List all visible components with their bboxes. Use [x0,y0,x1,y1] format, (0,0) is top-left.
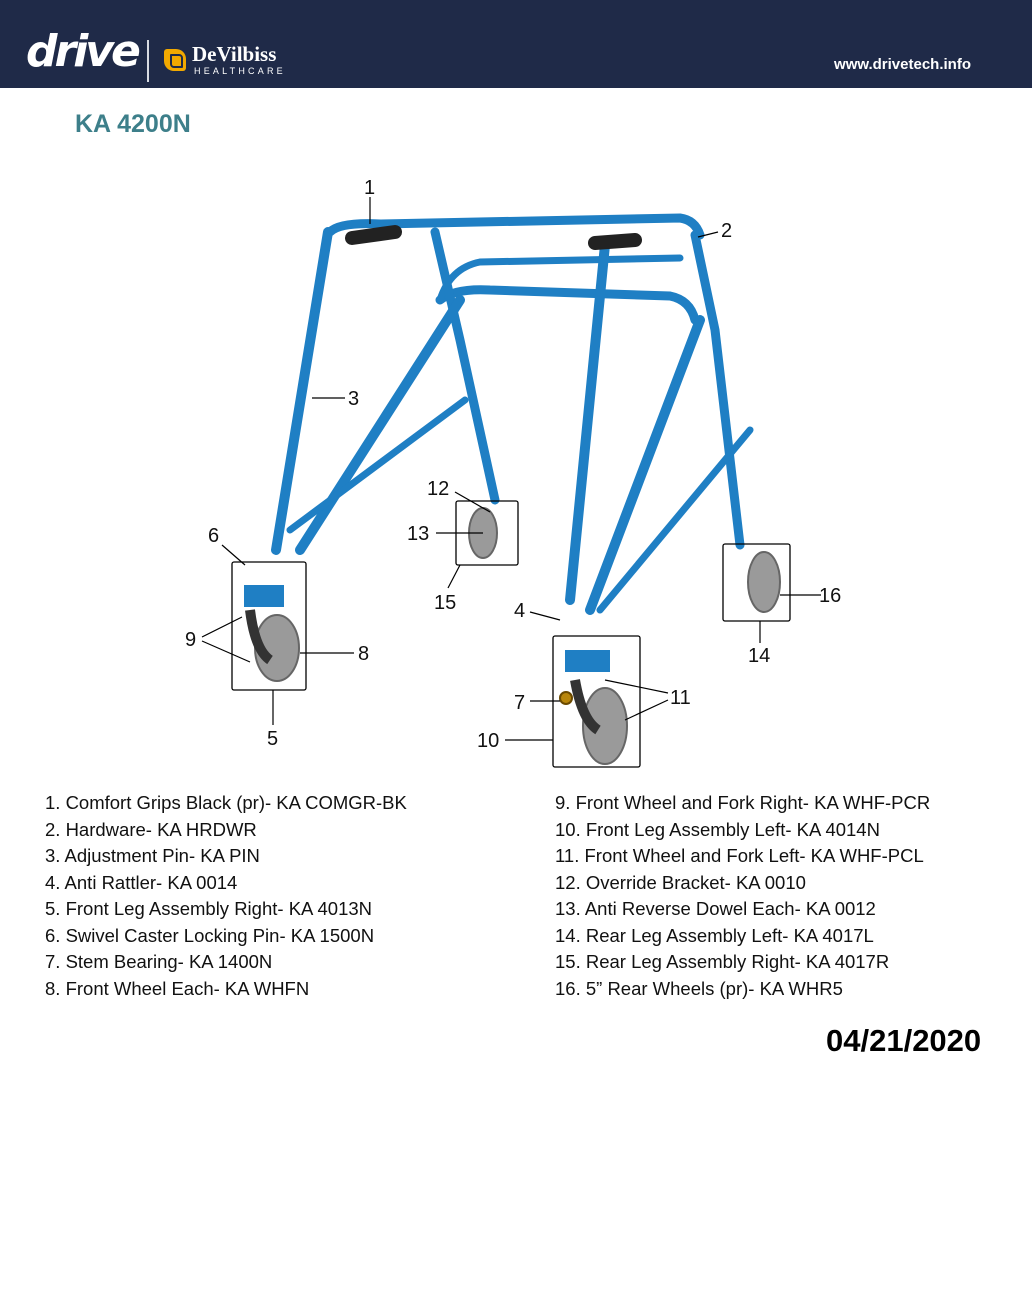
devilbiss-logo-icon [164,49,186,71]
header: drive DeVilbiss HEALTHCARE www.drivetech… [0,0,1032,88]
part-item: 6. Swivel Caster Locking Pin- KA 1500N [45,924,375,946]
callout-6: 6 [208,525,219,547]
callout-1: 1 [364,177,375,199]
part-item: 3. Adjustment Pin- KA PIN [45,845,260,866]
website-link[interactable]: www.drivetech.info [834,56,971,73]
devilbiss-logo: DeVilbiss [192,42,277,66]
callout-numbers: 1 2 3 4 5 6 7 8 9 10 11 12 13 14 15 16 [185,177,841,752]
part-item: 11. Front Wheel and Fork Left- KA WHF-PC… [555,845,924,866]
devilbiss-logo-sub: HEALTHCARE [194,66,286,76]
callout-3: 3 [348,388,359,410]
leader-lines [201,197,821,741]
walker-frame [244,213,754,672]
callout-16: 16 [819,585,841,607]
part-item: 7. Stem Bearing- KA 1400N [45,951,273,972]
callout-12: 12 [427,478,449,500]
callout-9: 9 [185,629,196,651]
drive-logo: drive [26,26,141,77]
callout-14: 14 [748,645,770,667]
part-item: 16. 5” Rear Wheels (pr)- KA WHR5 [555,977,843,999]
callout-boxes [231,500,791,768]
comfort-grips [345,225,642,250]
part-item: 14. Rear Leg Assembly Left- KA 4017L [555,924,874,946]
wheels [245,507,781,765]
revision-date: 04/21/2020 [826,1023,982,1058]
callout-5: 5 [267,728,278,750]
part-item: 15. Rear Leg Assembly Right- KA 4017R [555,951,890,972]
walker-parts-diagram: 1 2 3 4 5 6 7 8 9 10 11 12 13 14 15 16 [185,177,841,768]
part-item: 4. Anti Rattler- KA 0014 [45,871,238,893]
part-item: 8. Front Wheel Each- KA WHFN [45,977,310,999]
parts-list-left: 1. Comfort Grips Black (pr)- KA COMGR-BK… [45,790,407,1002]
part-item: 2. Hardware- KA HRDWR [45,818,257,840]
callout-7: 7 [514,692,525,714]
part-item: 5. Front Leg Assembly Right- KA 4013N [45,898,373,919]
part-item: 13. Anti Reverse Dowel Each- KA 0012 [555,898,876,919]
callout-11: 11 [670,687,691,709]
part-item: 1. Comfort Grips Black (pr)- KA COMGR-BK [45,792,407,813]
part-item: 10. Front Leg Assembly Left- KA 4014N [555,818,880,840]
callout-10: 10 [477,730,499,752]
page-title: KA 4200N [75,110,191,138]
logo-divider [147,40,149,82]
callout-2: 2 [721,220,732,242]
callout-15: 15 [434,592,456,614]
callout-8: 8 [358,643,369,665]
parts-list-right: 9. Front Wheel and Fork Right- KA WHF-PC… [555,790,930,1002]
callout-4: 4 [514,600,525,622]
part-item: 9. Front Wheel and Fork Right- KA WHF-PC… [555,792,931,813]
callout-13: 13 [407,523,429,545]
part-item: 12. Override Bracket- KA 0010 [555,871,806,893]
